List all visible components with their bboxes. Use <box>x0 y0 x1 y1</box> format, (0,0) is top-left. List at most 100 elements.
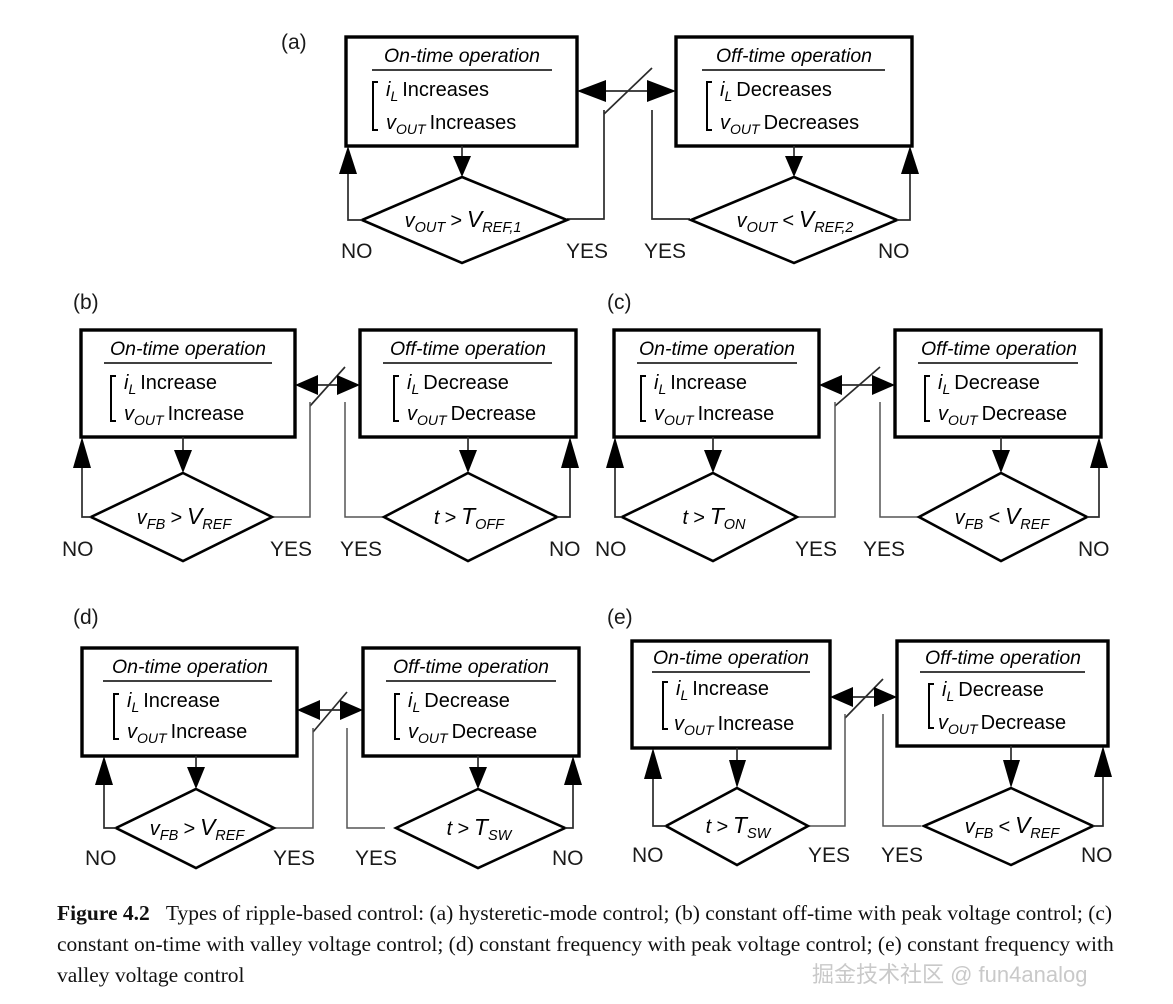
panel-c-right-no-arrow-icon <box>1090 437 1108 468</box>
figure-caption-text: Types of ripple-based control: (a) hyste… <box>57 901 1114 987</box>
panel-c-right-down-arrow-icon <box>992 450 1010 473</box>
panel-a-right-down-arrow-icon <box>785 156 803 177</box>
panel-e-off-time-title: Off-time operation <box>925 647 1081 669</box>
panel-b-off-time-title: Off-time operation <box>390 338 546 360</box>
panel-a-left-yes-label: YES <box>566 240 608 263</box>
panel-c-off-time-box <box>893 328 1103 439</box>
panel-c-cross-d1 <box>834 366 881 407</box>
panel-b-right-no-path <box>557 465 571 518</box>
panel-c-arrow-left-icon <box>819 375 842 395</box>
panel-d-cross-d1 <box>312 691 348 733</box>
panel-c-on-time-box <box>612 328 821 439</box>
panel-d-left-no-path <box>103 782 116 829</box>
panel-b-tag: (b) <box>73 291 99 314</box>
panel-b-left-yes-label: YES <box>270 538 312 561</box>
panel-d-left-down-arrow-icon <box>187 767 205 789</box>
panel-e-on-time-box <box>630 639 832 750</box>
panel-e-left-diamond <box>663 786 811 867</box>
panel-a-right-yes-label: YES <box>644 240 686 263</box>
panel-d-right-no-arrow-icon <box>564 756 582 785</box>
panel-a-left-diamond <box>358 175 571 265</box>
panel-b-arrow-right-icon <box>337 375 360 395</box>
panel-e-right-diamond <box>920 786 1097 867</box>
panel-a-right-no-arrow-icon <box>901 146 919 174</box>
panel-a-off-time-title: Off-time operation <box>716 45 872 67</box>
panel-c-tag: (c) <box>607 291 632 314</box>
panel-d-off-time-brace <box>394 693 400 740</box>
panel-e-right-cond: vFB<VREF <box>965 812 1061 842</box>
panel-e-yes-right-path <box>882 714 921 827</box>
panel-c-right-yes-label: YES <box>863 538 905 561</box>
panel-a-arrow-right-icon <box>647 80 676 102</box>
figure-caption: Figure 4.2 Types of ripple-based control… <box>57 898 1142 991</box>
panel-b-off-time-box <box>358 328 578 439</box>
panel-e-left-cond: t>TSW <box>706 812 772 842</box>
panel-c-left-no-arrow-icon <box>606 437 624 468</box>
panel-e-yes-left-path <box>808 714 846 827</box>
panel-d-off-time-box <box>361 646 581 758</box>
panel-b-on-time-brace <box>110 375 116 422</box>
panel-a-on-time-title: On-time operation <box>384 45 540 67</box>
panel-a-right-no-label: NO <box>878 240 910 263</box>
panel-b-right-diamond <box>381 471 560 563</box>
panel-b-left-diamond <box>87 471 275 563</box>
panel-e-right-no-arrow-icon <box>1094 746 1112 777</box>
panel-a-on-time-brace <box>372 81 378 131</box>
panel-c-left-no-path <box>614 465 622 518</box>
panel-a-right-diamond <box>687 175 901 265</box>
panel-c-off-time-brace <box>924 375 930 422</box>
panel-e-right-no-path <box>1093 776 1104 827</box>
panel-b-right-yes-label: YES <box>340 538 382 561</box>
panel-c-right-diamond <box>916 471 1090 563</box>
panel-b-left-no-arrow-icon <box>73 437 91 468</box>
panel-b-right-no-label: NO <box>549 538 581 561</box>
panel-a-right-no-path <box>897 170 911 221</box>
panel-d-right-no-label: NO <box>552 847 584 870</box>
panel-c-left-no-label: NO <box>595 538 627 561</box>
panel-b-right-no-arrow-icon <box>561 437 579 468</box>
panel-b-right-cond: t>TOFF <box>434 503 505 533</box>
panel-e-on-time-brace <box>662 681 668 730</box>
panel-e-right-yes-label: YES <box>881 844 923 867</box>
panel-d-left-yes-label: YES <box>273 847 315 870</box>
figure-caption-label: Figure 4.2 <box>57 901 150 925</box>
panel-c-left-cond: t>TON <box>682 503 746 533</box>
panel-e-left-no-arrow-icon <box>644 748 662 779</box>
panel-c-on-time-title: On-time operation <box>639 338 795 360</box>
panel-a-yes-right-path <box>651 110 690 220</box>
panel-b-off-time-brace <box>393 375 399 422</box>
panel-c-left-down-arrow-icon <box>704 450 722 473</box>
panel-b-on-time-box <box>79 328 297 439</box>
panel-d-yes-left-path <box>274 728 314 829</box>
panel-b-left-no-path <box>81 465 91 518</box>
panel-e-left-no-label: NO <box>632 844 664 867</box>
panel-a-off-time-brace <box>706 81 712 131</box>
panel-d-left-cond: vFB>VREF <box>150 814 246 844</box>
panel-a-left-no-path <box>347 170 362 221</box>
panel-c-off-time-title: Off-time operation <box>921 338 1077 360</box>
panel-c-left-yes-label: YES <box>795 538 837 561</box>
panel-d-left-no-label: NO <box>85 847 117 870</box>
panel-a-arrow-left-icon <box>577 80 606 102</box>
